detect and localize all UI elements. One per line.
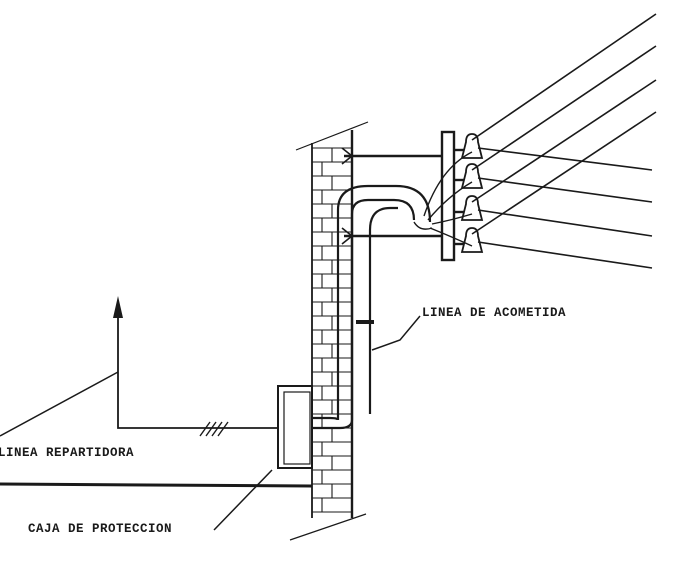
protection-box [277, 385, 313, 469]
brick-wall [289, 121, 369, 541]
label-linea-acometida: LINEA DE ACOMETIDA [422, 306, 566, 320]
brick-courses [312, 147, 352, 513]
label-linea-repartidora: LINEA REPARTIDORA [0, 446, 134, 460]
leader-lines [0, 315, 421, 531]
ground-line [0, 482, 313, 488]
overhead-conductors [471, 13, 657, 269]
service-conduit [312, 184, 432, 430]
distribution-line [113, 296, 278, 437]
insulators [460, 133, 484, 253]
drop-wires [413, 151, 473, 247]
label-caja-proteccion: CAJA DE PROTECCION [28, 522, 172, 536]
wall-brackets [341, 147, 444, 245]
insulator-rack [440, 130, 470, 262]
